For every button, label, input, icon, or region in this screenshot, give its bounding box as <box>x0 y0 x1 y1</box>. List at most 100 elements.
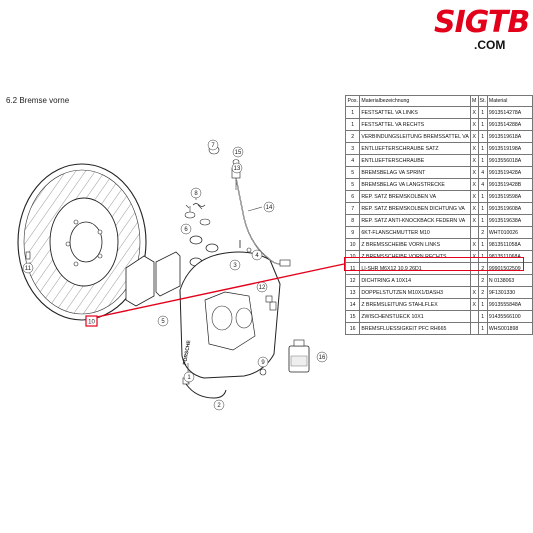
cell-m <box>469 274 479 287</box>
cell-pos: 14 <box>344 298 361 311</box>
cell-material: 9F1301330 <box>486 286 533 299</box>
cell-m <box>469 310 479 323</box>
cell-name: FESTSATTEL VA RECHTS <box>359 118 471 131</box>
cell-material: 9913514288A <box>486 118 533 131</box>
brake-exploded-diagram: PORSCHE 1 <box>17 139 328 411</box>
cell-pos: 15 <box>344 310 361 323</box>
cell-qty: 2 <box>477 226 488 239</box>
cell-pos: 5 <box>344 178 361 191</box>
cell-m <box>469 322 479 335</box>
cell-qty: 1 <box>477 238 488 251</box>
brand-logo[interactable]: SIGTB .COM <box>434 5 530 52</box>
cell-pos: 16 <box>344 322 361 335</box>
cell-material: 9913556018A <box>486 154 533 167</box>
callout-5-text: 5 <box>161 319 165 325</box>
cell-pos: 5 <box>344 166 361 179</box>
callout-16 <box>316 351 328 363</box>
cell-material: 9913519608A <box>486 202 533 215</box>
cell-material: 9913514278A <box>486 106 533 119</box>
cell-material: 9913519428B <box>486 178 533 191</box>
logo-text: SIGTB <box>434 5 530 40</box>
cell-name: ZWISCHENSTUECK 10X1 <box>359 310 471 323</box>
cell-material: 9913519598A <box>486 190 533 203</box>
cell-m: X <box>469 238 479 251</box>
cell-qty: 1 <box>477 154 488 167</box>
cell-m: X <box>469 106 479 119</box>
callout-15-text: 15 <box>235 150 242 156</box>
callout-13 <box>231 162 243 174</box>
callout-6 <box>180 223 192 235</box>
cell-qty: 4 <box>477 166 488 179</box>
cell-qty: 1 <box>477 214 488 227</box>
callout-2-text: 2 <box>217 403 221 409</box>
callout-1 <box>183 371 195 383</box>
cell-pos: 6 <box>344 190 361 203</box>
logo-domain: .COM <box>474 38 506 52</box>
cell-m: X <box>469 166 479 179</box>
callout-11-text: 11 <box>25 266 32 272</box>
callout-9 <box>257 356 269 368</box>
brake-fluid-bottle <box>288 339 310 373</box>
highlighted-row-marker <box>344 257 524 271</box>
callout-10-text: 10 <box>88 320 95 326</box>
section-title: 6.2 Bremse vorne <box>6 96 70 105</box>
cell-qty: 1 <box>477 322 488 335</box>
cell-pos: 10 <box>344 238 361 251</box>
cell-qty: 1 <box>477 202 488 215</box>
svg-text:PORSCHE: PORSCHE <box>182 339 192 365</box>
cell-pos: 9 <box>344 226 361 239</box>
table-header-row: Pos. Materialbezeichnung M St. Material <box>344 95 533 107</box>
callout-2 <box>213 399 225 411</box>
cell-pos: 1 <box>344 118 361 131</box>
cell-pos: 8 <box>344 214 361 227</box>
callout-4 <box>251 249 263 261</box>
cell-name: BREMSBELAG VA LANGSTRECKE <box>359 178 471 191</box>
cell-pos: 4 <box>344 154 361 167</box>
cell-material: 9913519198A <box>486 142 533 155</box>
cell-m: X <box>469 142 479 155</box>
cell-m: X <box>469 118 479 131</box>
cell-material: N 0138063 <box>486 274 533 287</box>
bolt-part <box>25 251 31 260</box>
cell-m: X <box>469 214 479 227</box>
cell-m: X <box>469 202 479 215</box>
cell-qty: 1 <box>477 106 488 119</box>
cell-qty: 1 <box>477 142 488 155</box>
cell-name: DOPPELSTUTZEN M10X1/DASH3 <box>359 286 471 299</box>
cell-m: X <box>469 190 479 203</box>
header-qty: St. <box>477 95 488 107</box>
callout-14 <box>263 201 275 213</box>
cell-qty: 1 <box>477 190 488 203</box>
callout-4-text: 4 <box>255 253 259 259</box>
header-pos: Pos. <box>344 95 361 107</box>
callout-9-text: 9 <box>261 360 265 366</box>
cell-qty: 4 <box>477 178 488 191</box>
cell-pos: 1 <box>344 106 361 119</box>
pistons <box>184 204 219 275</box>
cell-name: REP. SATZ BREMSKOLBEN DICHTUNG VA <box>359 202 471 215</box>
cell-material: 9913555848A <box>486 298 533 311</box>
cell-qty: 1 <box>477 118 488 131</box>
cell-name: BREMSFLUESSIGKEIT PFC RH665 <box>359 322 471 335</box>
cell-material: 9913519428A <box>486 166 533 179</box>
cell-qty: 2 <box>477 274 488 287</box>
header-material-number: Material <box>486 95 533 107</box>
